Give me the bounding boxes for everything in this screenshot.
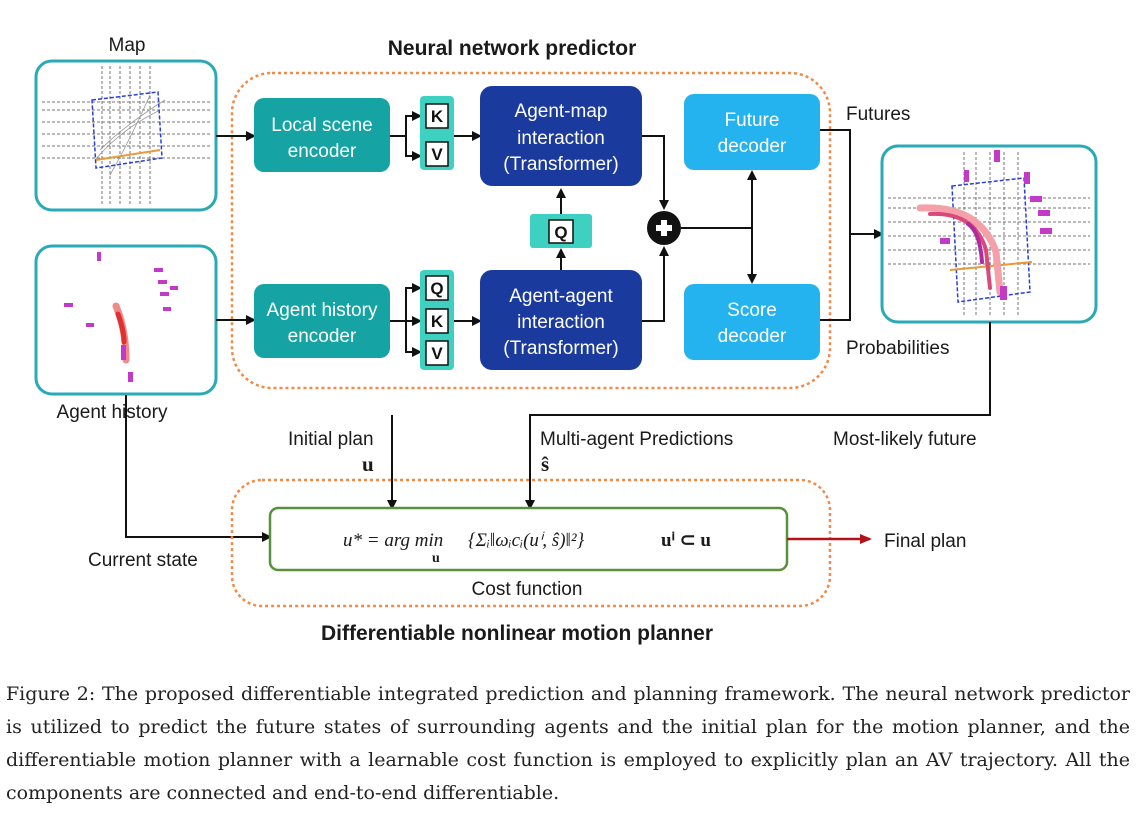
agent-history-encoder-line1: Agent history <box>267 300 378 321</box>
map-label: Map <box>109 35 146 56</box>
merge-lines <box>642 135 669 322</box>
multi-agent-predictions-label: Multi-agent Predictions <box>540 429 733 450</box>
encoder-kv-branch <box>390 111 422 161</box>
equation-constraint: uⁱ ⊂ u <box>661 530 711 551</box>
future-decoder: Future decoder <box>684 94 820 170</box>
token-v-agent: V <box>431 344 443 363</box>
kv-tokens-map: K V <box>420 96 454 170</box>
equation-sub: u <box>432 551 440 566</box>
most-likely-future-line <box>525 322 991 510</box>
futures-label: Futures <box>846 104 910 125</box>
agent-agent-line1: Agent-agent <box>509 286 613 307</box>
framework-diagram: Map Neural network predictor <box>34 35 1098 645</box>
equation-lhs: u* = arg min <box>343 530 443 551</box>
local-scene-encoder-line1: Local scene <box>271 115 372 136</box>
score-decoder-line1: Score <box>727 300 777 321</box>
token-k-agent: K <box>431 312 444 331</box>
local-scene-encoder: Local scene encoder <box>254 98 390 172</box>
cost-function-box: u* = arg min u {Σᵢ‖ωᵢcᵢ(uⁱ, ŝ)‖²} uⁱ ⊂ u <box>268 506 789 572</box>
decoder-feed-lines <box>681 170 757 284</box>
initial-plan-label: Initial plan <box>288 429 374 450</box>
planner-title: Differentiable nonlinear motion planner <box>321 622 713 645</box>
local-scene-encoder-line2: encoder <box>288 141 357 162</box>
final-plan-label: Final plan <box>884 531 966 552</box>
agent-agent-interaction: Agent-agent interaction (Transformer) <box>480 270 642 370</box>
agent-map-line1: Agent-map <box>515 101 608 122</box>
agent-map-line2: interaction <box>517 128 605 149</box>
score-decoder: Score decoder <box>684 284 820 360</box>
most-likely-future-label: Most-likely future <box>833 429 977 450</box>
initial-plan-symbol: u <box>362 452 374 476</box>
agent-history-encoder: Agent history encoder <box>254 284 390 358</box>
agent-map-line3: (Transformer) <box>503 154 618 175</box>
decoder-output-lines <box>820 129 884 321</box>
predictor-frame <box>230 71 832 390</box>
qkv-tokens-agent: Q K V <box>420 270 454 370</box>
agent-history-label: Agent history <box>57 402 168 423</box>
score-decoder-line2: decoder <box>718 326 787 347</box>
equation-body: {Σᵢ‖ωᵢcᵢ(uⁱ, ŝ)‖²} <box>468 530 585 551</box>
figure-caption: Figure 2: The proposed differentiable in… <box>6 683 1130 804</box>
map-thumbnail <box>34 59 218 212</box>
agent-history-thumbnail <box>34 244 218 396</box>
agent-map-interaction: Agent-map interaction (Transformer) <box>480 86 642 186</box>
token-k-map: K <box>431 107 444 126</box>
token-q-bridge: Q <box>554 223 567 242</box>
token-v-map: V <box>431 145 443 164</box>
plus-node <box>647 211 681 245</box>
cost-function-label: Cost function <box>472 579 583 600</box>
planner-frame <box>230 478 832 608</box>
history-qkv-branch <box>390 283 422 357</box>
token-q-agent: Q <box>430 279 443 298</box>
prediction-thumbnail <box>880 144 1098 324</box>
q-token-bridge: Q <box>530 188 592 270</box>
agent-agent-line3: (Transformer) <box>503 338 618 359</box>
agent-agent-line2: interaction <box>517 312 605 333</box>
future-decoder-line1: Future <box>725 110 780 131</box>
current-state-label: Current state <box>88 550 198 571</box>
current-state-line <box>125 395 272 542</box>
probabilities-label: Probabilities <box>846 338 950 359</box>
predictor-title: Neural network predictor <box>388 37 637 60</box>
future-decoder-line2: decoder <box>718 136 787 157</box>
agent-history-encoder-line2: encoder <box>288 326 357 347</box>
predictions-symbol: ŝ <box>541 452 549 476</box>
